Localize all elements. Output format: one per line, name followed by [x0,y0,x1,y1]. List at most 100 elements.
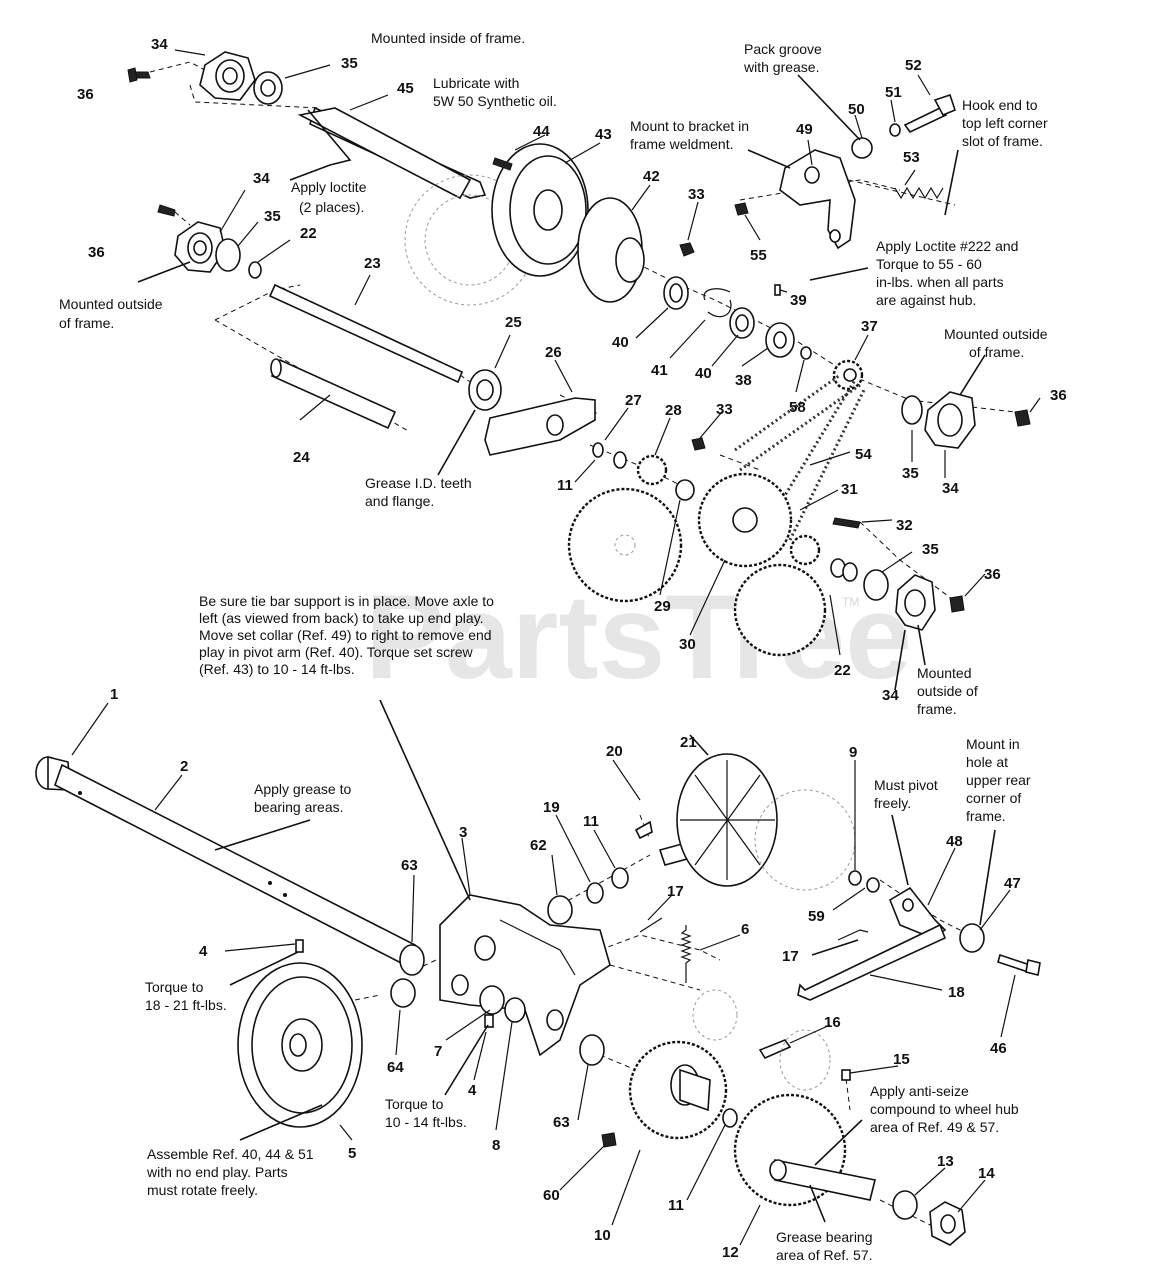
part-label-59: 59 [808,908,825,925]
note-mounted-outside-lower: Mounted outside of frame. [917,665,982,717]
part-label-55: 55 [750,247,767,264]
part-label-13: 13 [937,1153,954,1170]
part-label-40b: 40 [695,365,712,382]
part-label-41: 41 [651,362,668,379]
gear-29 [567,487,683,603]
spring-6 [680,925,692,983]
part-label-27: 27 [625,392,642,409]
note-grease-bearing: Grease bearing area of Ref. 57. [776,1229,876,1263]
part-label-32: 32 [896,517,913,534]
note-loctite-222: Apply Loctite #222 and Torque to 55 - 60… [876,238,1022,308]
note-anti-seize: Apply anti-seize compound to wheel hub a… [870,1083,1023,1135]
part-label-19: 19 [543,799,560,816]
part-label-35: 35 [341,55,358,72]
part-label-35c: 35 [902,465,919,482]
part-label-34d: 34 [882,687,899,704]
part-label-50: 50 [848,101,865,118]
part-label-30: 30 [679,636,696,653]
part-label-20: 20 [606,743,623,760]
note-hook-end: Hook end to top left corner slot of fram… [962,97,1052,149]
note-torque-18: Torque to 18 - 21 ft-lbs. [145,979,227,1013]
gear-22-right [733,563,827,657]
part-label-22: 22 [300,225,317,242]
bolt-52 [903,107,948,134]
part-label-47: 47 [1004,875,1021,892]
part-label-3: 3 [459,824,467,841]
part-label-42: 42 [643,168,660,185]
part-label-8: 8 [492,1137,500,1154]
part-label-36: 36 [77,86,94,103]
shaft-23 [268,283,464,384]
note-mounted-outside-left: Mounted outside of frame. [59,296,166,331]
part-number-labels: 34 35 36 45 34 35 22 36 23 24 25 26 44 4… [77,36,1067,1261]
tube-24 [270,358,397,430]
pivot-arm-49 [779,149,856,250]
part-label-34: 34 [151,36,168,53]
part-label-58: 58 [789,399,806,416]
part-label-33: 33 [688,186,705,203]
note-must-pivot: Must pivot freely. [874,777,942,811]
part-label-26: 26 [545,344,562,361]
part-label-60: 60 [543,1187,560,1204]
note-lubricate: Lubricate with 5W 50 Synthetic oil. [433,75,557,109]
part-label-11: 11 [557,477,573,494]
part-label-16: 16 [824,1014,841,1031]
note-torque-10: Torque to 10 - 14 ft-lbs. [385,1096,467,1130]
part-label-31: 31 [841,481,858,498]
part-label-37: 37 [861,318,878,335]
part-label-1: 1 [110,686,118,703]
part-label-17: 17 [667,883,684,900]
part-label-11b: 11 [583,813,599,830]
part-label-46: 46 [990,1040,1007,1057]
part-label-12: 12 [722,1244,739,1261]
part-label-17b: 17 [782,948,799,965]
part-label-2: 2 [180,758,188,775]
nut-33-top [679,242,695,257]
rod-18 [797,923,947,1001]
note-apply-loctite: Apply loctite (2 places). [291,179,370,215]
part-label-34b: 34 [253,170,270,187]
part-label-33b: 33 [716,401,733,418]
part-label-29: 29 [654,598,671,615]
note-mount-bracket: Mount to bracket in frame weldment. [630,118,753,152]
assembly-notes: Mounted inside of frame. Lubricate with … [59,30,1052,1263]
note-mounted-outside-right: Mounted outside of frame. [944,326,1051,360]
part-label-44: 44 [533,123,550,140]
part-label-7: 7 [434,1043,442,1060]
part-label-36b: 36 [88,244,105,261]
part-label-49: 49 [796,121,813,138]
part-label-52: 52 [905,57,922,74]
part-label-4b: 4 [468,1082,477,1099]
part-label-35d: 35 [922,541,939,558]
lower-assembly [35,753,1041,1246]
part-label-62: 62 [530,837,547,854]
note-grease-id: Grease I.D. teeth and flange. [365,475,476,509]
leaders-upper [137,49,1041,691]
part-label-5: 5 [348,1145,356,1162]
note-pack-groove: Pack groove with grease. [743,41,826,75]
part-label-40: 40 [612,334,629,351]
part-label-36d: 36 [984,566,1001,583]
part-label-18: 18 [948,984,965,1001]
note-mount-hole: Mount in hole at upper rear corner of fr… [966,736,1034,824]
part-label-14: 14 [978,1165,995,1182]
part-label-53: 53 [903,149,920,166]
part-label-38: 38 [735,372,752,389]
spring-53 [894,186,944,200]
pivot-bracket-3 [439,894,611,1057]
part-label-43: 43 [595,126,612,143]
part-label-51: 51 [885,84,902,101]
part-label-63b: 63 [553,1114,570,1131]
part-label-25: 25 [505,314,522,331]
part-label-45: 45 [397,80,414,97]
part-label-23: 23 [364,255,381,272]
upper-assembly [127,51,1031,657]
part-label-9: 9 [849,744,857,761]
part-label-64: 64 [387,1059,404,1076]
part-label-4: 4 [199,943,208,960]
note-mounted-inside: Mounted inside of frame. [371,30,525,46]
trademark: TM [842,595,859,609]
part-label-28: 28 [665,402,682,419]
part-label-63: 63 [401,857,418,874]
